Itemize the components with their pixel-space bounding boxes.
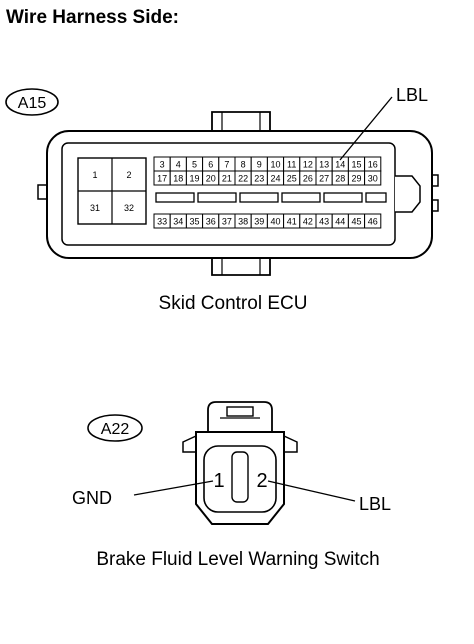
page-heading: Wire Harness Side: (6, 7, 179, 28)
connector-a15-top-tab (211, 111, 271, 131)
connector-a15-bottom-tab (211, 258, 271, 276)
connector-a22-face (203, 445, 277, 513)
pin-number: 4 (176, 160, 181, 170)
a22-lbl-leader (267, 480, 356, 502)
connector-a15-tag: A15 (18, 95, 47, 112)
pin-number: 23 (254, 174, 264, 184)
blank-slot (155, 192, 195, 203)
pin-number: 7 (224, 160, 229, 170)
pin-number: 26 (303, 174, 313, 184)
pin-number: 20 (206, 174, 216, 184)
pin-number: 43 (319, 217, 329, 227)
pin-number: 29 (351, 174, 361, 184)
a22-right-wire-label: LBL (359, 494, 391, 514)
pin-number: 3 (160, 160, 165, 170)
pin-number: 46 (368, 217, 378, 227)
connector-a15-wire-label: LBL (396, 85, 428, 105)
blank-slot (365, 192, 387, 203)
pin-number: 18 (173, 174, 183, 184)
connector-a22-right-ear (283, 434, 298, 453)
pin-number: 9 (257, 160, 262, 170)
pin-number: 21 (222, 174, 232, 184)
pin-number: 41 (287, 217, 297, 227)
pin-number: 42 (303, 217, 313, 227)
pin-number: 44 (335, 217, 345, 227)
blank-slot (239, 192, 279, 203)
pin-number: 30 (368, 174, 378, 184)
connector-a15-tag-oval (5, 88, 59, 116)
pin-2: 2 (126, 170, 131, 180)
pin-number: 22 (238, 174, 248, 184)
connector-a15-latch (395, 175, 421, 213)
pin-1: 1 (92, 170, 97, 180)
pin-number: 16 (368, 160, 378, 170)
connector-a22: A22 1 2 GND LBL Brake Fluid Level Warnin… (72, 401, 391, 570)
a22-gnd-leader (133, 480, 214, 496)
blank-slot (197, 192, 237, 203)
pin-cell (364, 170, 382, 186)
pin-number: 27 (319, 174, 329, 184)
pin-number: 5 (192, 160, 197, 170)
connector-a22-center-rib (231, 451, 249, 503)
pin-number: 24 (270, 174, 280, 184)
blank-slot (323, 192, 363, 203)
connector-a22-tag-oval (87, 414, 143, 442)
pin-number: 35 (189, 217, 199, 227)
blank-slot (281, 192, 321, 203)
pin-number: 38 (238, 217, 248, 227)
connector-a22-lock (207, 401, 273, 432)
pin-32: 32 (124, 203, 134, 213)
pin-number: 17 (157, 174, 167, 184)
pin-number: 25 (287, 174, 297, 184)
pin-number: 40 (270, 217, 280, 227)
pin-number: 36 (206, 217, 216, 227)
connector-a15-lbl-leader (339, 96, 393, 161)
a22-left-wire-label: GND (72, 488, 112, 508)
pin-number: 8 (241, 160, 246, 170)
pin-number: 37 (222, 217, 232, 227)
pin-number: 45 (351, 217, 361, 227)
pin-31: 31 (90, 203, 100, 213)
pin-number: 13 (319, 160, 329, 170)
pin-number: 14 (335, 160, 345, 170)
pin-number: 15 (351, 160, 361, 170)
connector-a22-left-ear (182, 434, 197, 453)
pin-number: 11 (287, 160, 296, 170)
pin-cell (364, 213, 382, 229)
pin-number: 39 (254, 217, 264, 227)
pin-number: 28 (335, 174, 345, 184)
connector-a22-tag: A22 (101, 421, 130, 438)
pin-number: 33 (157, 217, 167, 227)
a22-pin-2: 2 (256, 470, 267, 492)
connector-a15-caption: Skid Control ECU (159, 293, 308, 314)
pin-number: 6 (208, 160, 213, 170)
pin-number: 34 (173, 217, 183, 227)
connector-a22-caption: Brake Fluid Level Warning Switch (96, 549, 379, 570)
pin-number: 19 (189, 174, 199, 184)
a22-pin-1: 1 (213, 470, 224, 492)
pin-number: 12 (303, 160, 313, 170)
pin-number: 10 (270, 160, 280, 170)
